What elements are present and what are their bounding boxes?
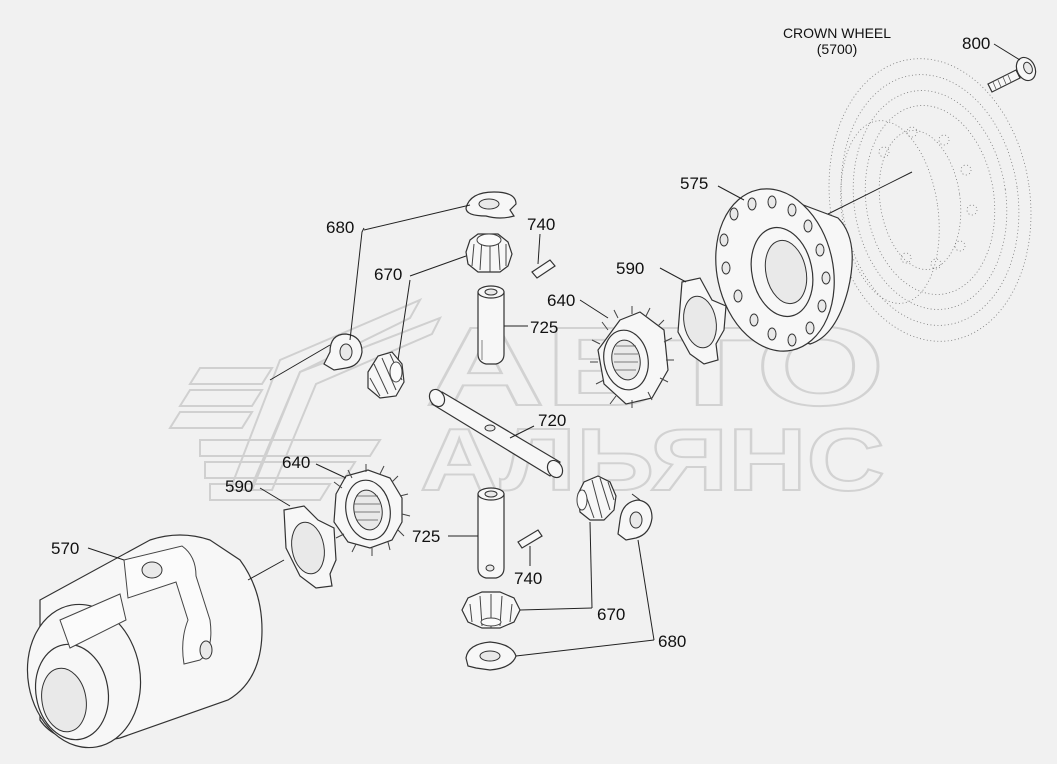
pinion-gear-670-left bbox=[367, 351, 405, 399]
label-575: 575 bbox=[680, 174, 708, 193]
label-670-bottom: 670 bbox=[597, 605, 625, 624]
label-590-left: 590 bbox=[225, 477, 253, 496]
label-720: 720 bbox=[538, 411, 566, 430]
label-800: 800 bbox=[962, 34, 990, 53]
shaft-725-top bbox=[477, 285, 505, 365]
label-725-top: 725 bbox=[530, 318, 558, 337]
washer-680-top bbox=[465, 191, 517, 219]
pinion-gear-670-top bbox=[465, 233, 513, 273]
housing-575-bolt-holes bbox=[719, 195, 831, 347]
cross-shaft-720 bbox=[428, 388, 564, 479]
washer-680-left bbox=[323, 333, 363, 371]
leader-lines bbox=[87, 43, 1021, 657]
label-640-left: 640 bbox=[282, 453, 310, 472]
pin-740-bottom bbox=[517, 529, 543, 549]
label-640-right: 640 bbox=[547, 291, 575, 310]
label-670-top: 670 bbox=[374, 265, 402, 284]
shaft-725-bottom bbox=[477, 487, 505, 579]
crown-wheel bbox=[828, 58, 1032, 342]
label-570: 570 bbox=[51, 539, 79, 558]
washer-680-bottom bbox=[465, 641, 517, 671]
diagram-title: CROWN WHEEL (5700) bbox=[783, 25, 891, 57]
thrust-washer-590-left bbox=[283, 505, 337, 589]
watermark-logo bbox=[168, 297, 443, 501]
part-labels: 800 575 680 740 670 590 640 725 720 640 … bbox=[51, 34, 990, 651]
label-740-bottom: 740 bbox=[514, 569, 542, 588]
title-line2: (5700) bbox=[817, 41, 857, 57]
bolt-800 bbox=[987, 56, 1037, 93]
side-gear-640-left bbox=[333, 464, 411, 556]
label-680-top: 680 bbox=[326, 218, 354, 237]
housing-575 bbox=[715, 171, 913, 352]
pinion-gear-670-right bbox=[576, 475, 617, 521]
side-gear-640-right bbox=[590, 306, 674, 408]
pinion-gear-670-bottom bbox=[461, 591, 521, 629]
thrust-washer-590-right bbox=[677, 277, 727, 365]
washer-680-right bbox=[617, 493, 653, 541]
label-680-bottom: 680 bbox=[658, 632, 686, 651]
pin-740-top bbox=[531, 259, 556, 279]
label-725-bottom: 725 bbox=[412, 527, 440, 546]
differential-case-570 bbox=[26, 534, 263, 749]
label-590-right: 590 bbox=[616, 259, 644, 278]
crown-wheel-bolt-holes bbox=[878, 126, 978, 270]
title-line1: CROWN WHEEL bbox=[783, 25, 891, 41]
label-740-top: 740 bbox=[527, 215, 555, 234]
